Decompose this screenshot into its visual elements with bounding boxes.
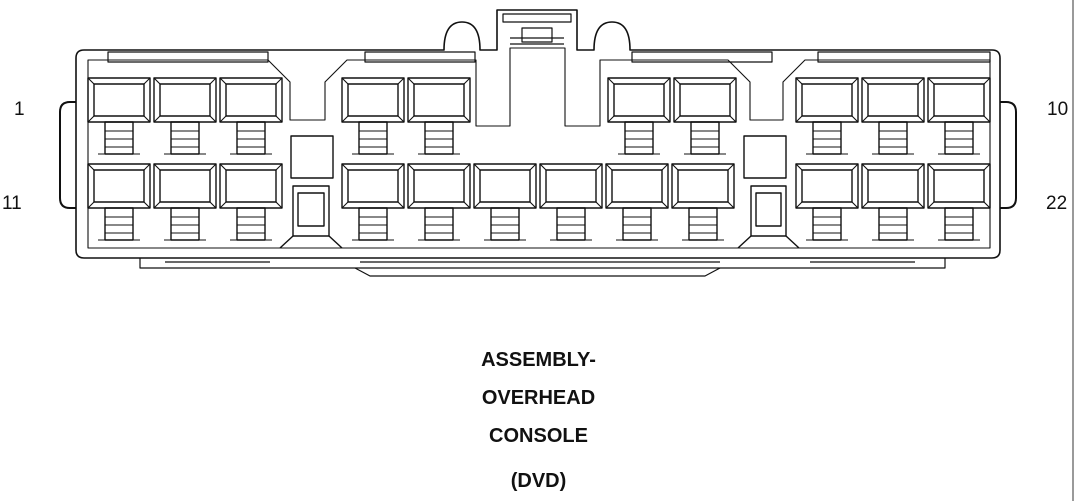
pin-cavity-16 xyxy=(473,163,537,241)
pin-label-1: 1 xyxy=(14,99,25,120)
pin-cavity-1 xyxy=(87,77,151,155)
pin-cavity-4 xyxy=(341,77,405,155)
connector-inner-rim xyxy=(87,47,991,249)
pin-label-10: 10 xyxy=(1047,99,1069,120)
latch-tab xyxy=(502,13,572,45)
pin-cavity-9 xyxy=(861,77,925,155)
pin-cavity-17 xyxy=(539,163,603,241)
pin-label-11: 11 xyxy=(2,193,22,214)
caption-line-3: CONSOLE xyxy=(489,425,588,447)
bottom-rail xyxy=(139,258,946,277)
caption-line-2: OVERHEAD xyxy=(481,387,596,409)
left-side-latch xyxy=(59,101,76,209)
top-rails xyxy=(107,51,991,63)
keying-features xyxy=(279,135,800,249)
pin-cavity-12 xyxy=(153,163,217,241)
pin-cavity-20 xyxy=(795,163,859,241)
pin-cavity-11 xyxy=(87,163,151,241)
pin-cavity-15 xyxy=(407,163,471,241)
caption-line-4: (DVD) xyxy=(510,470,567,492)
caption-line-1: ASSEMBLY- xyxy=(481,349,596,371)
pin-cavity-14 xyxy=(341,163,405,241)
pin-cavity-6 xyxy=(607,77,671,155)
pin-cavity-grid xyxy=(87,77,991,241)
pin-cavity-21 xyxy=(861,163,925,241)
pin-label-22: 22 xyxy=(1046,193,1068,214)
pin-cavity-2 xyxy=(153,77,217,155)
pin-cavity-8 xyxy=(795,77,859,155)
pin-cavity-18 xyxy=(605,163,669,241)
connector-housing-outline xyxy=(75,9,1001,259)
pin-cavity-22 xyxy=(927,163,991,241)
right-side-latch xyxy=(1000,101,1017,209)
pin-cavity-19 xyxy=(671,163,735,241)
pin-cavity-5 xyxy=(407,77,471,155)
pin-cavity-3 xyxy=(219,77,283,155)
pin-cavity-10 xyxy=(927,77,991,155)
pin-cavity-13 xyxy=(219,163,283,241)
page-edge-line xyxy=(1072,0,1074,501)
pin-cavity-7 xyxy=(673,77,737,155)
